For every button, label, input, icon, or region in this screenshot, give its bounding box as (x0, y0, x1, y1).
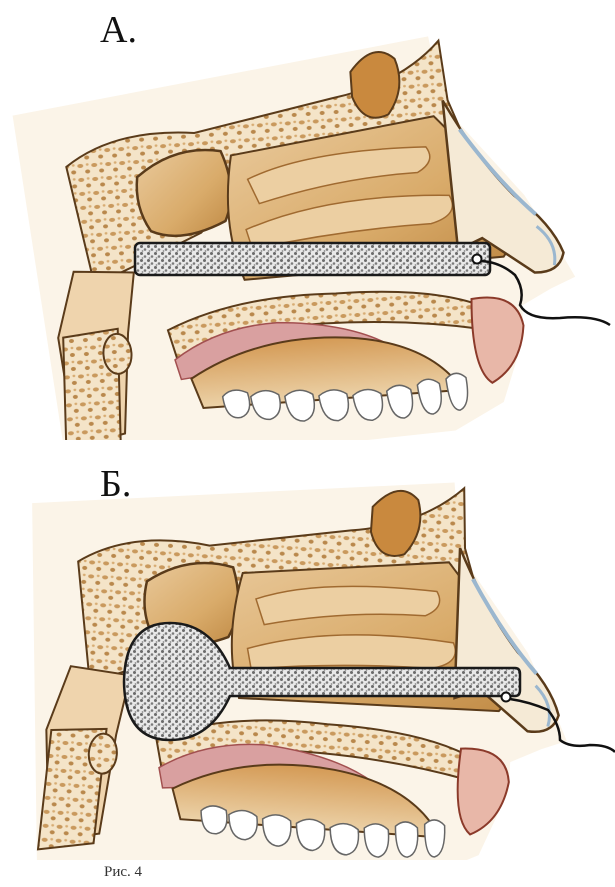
straight-tube (135, 243, 490, 275)
tube-port (502, 693, 511, 702)
tube-port (473, 255, 482, 264)
nasal-anatomy-illustration-a (0, 0, 615, 440)
figure-caption: Рис. 4 (104, 864, 142, 881)
panel-b: Б. (0, 440, 615, 860)
panel-a: А. (0, 0, 615, 440)
panel-label: А. (100, 8, 137, 52)
nasal-anatomy-illustration-b (0, 440, 615, 860)
panel-label: Б. (100, 462, 131, 506)
